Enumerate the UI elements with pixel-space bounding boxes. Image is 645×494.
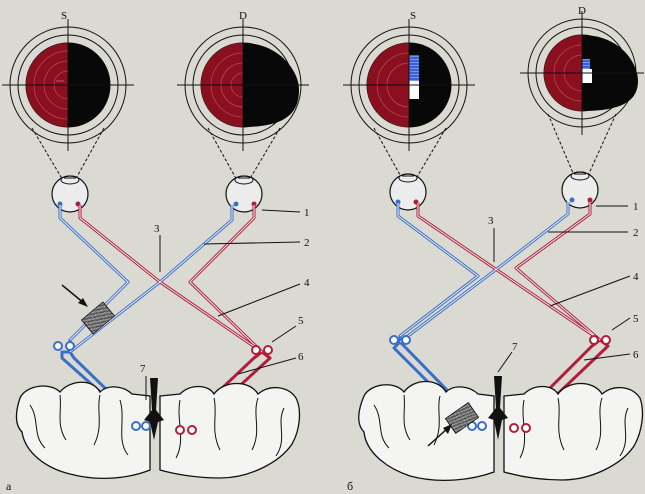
label-4-b: 4 <box>633 271 639 283</box>
label-7-a: 7 <box>140 363 146 375</box>
label-1-b: 1 <box>633 201 639 213</box>
label-6-b: 6 <box>633 349 639 361</box>
label-5-a: 5 <box>298 315 304 327</box>
panel-label-a: а <box>6 479 12 493</box>
label-1-a: 1 <box>304 207 310 219</box>
label-7-b: 7 <box>512 341 518 353</box>
eye-label-s-b: S <box>410 10 416 22</box>
label-2-a: 2 <box>304 237 310 249</box>
panel-label-b: б <box>347 479 353 493</box>
label-6-a: 6 <box>298 351 304 363</box>
eye-label-d-a: D <box>239 10 247 22</box>
eye-left-b <box>390 174 426 210</box>
eye-left-a <box>52 176 88 212</box>
label-5-b: 5 <box>633 313 639 325</box>
label-3-a: 3 <box>154 223 160 235</box>
label-4-a: 4 <box>304 277 310 289</box>
label-2-b: 2 <box>633 227 639 239</box>
eye-label-s-a: S <box>61 10 67 22</box>
eye-label-d-b: D <box>578 5 586 17</box>
label-3-b: 3 <box>488 215 494 227</box>
